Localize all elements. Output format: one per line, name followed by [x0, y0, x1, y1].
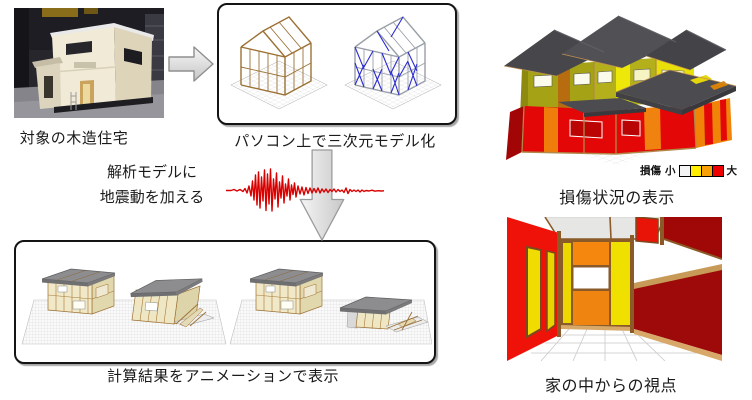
seismic-label: 解析モデルに 地震動を加える	[85, 160, 219, 210]
animation-caption: 計算結果をアニメーションで表示	[107, 368, 339, 385]
seismic-label-line2: 地震動を加える	[99, 189, 205, 206]
photo-caption: 対象の木造住宅	[19, 130, 129, 147]
right-arrow-icon	[166, 43, 216, 85]
house-photo	[14, 8, 164, 118]
interior-view	[507, 217, 722, 361]
legend-swatches	[678, 164, 724, 177]
legend-min-label: 小	[665, 165, 676, 177]
wireframe-models	[230, 16, 442, 110]
legend-swatch	[711, 164, 724, 177]
damage-caption: 損傷状況の表示	[559, 190, 675, 207]
damage-legend: 損傷 小 大	[640, 163, 737, 178]
legend-title: 損傷	[640, 165, 661, 177]
model-caption: パソコン上で三次元モデル化	[234, 133, 436, 150]
model-box	[217, 3, 457, 125]
interior-caption: 家の中からの視点	[544, 378, 677, 395]
animation-frames	[21, 268, 432, 345]
seismic-label-line1: 解析モデルに	[106, 164, 197, 181]
animation-box	[14, 240, 436, 364]
legend-max-label: 大	[726, 165, 738, 177]
damage-model	[498, 8, 742, 164]
seismograph-waveform	[226, 167, 384, 214]
down-arrow-icon	[299, 149, 345, 242]
